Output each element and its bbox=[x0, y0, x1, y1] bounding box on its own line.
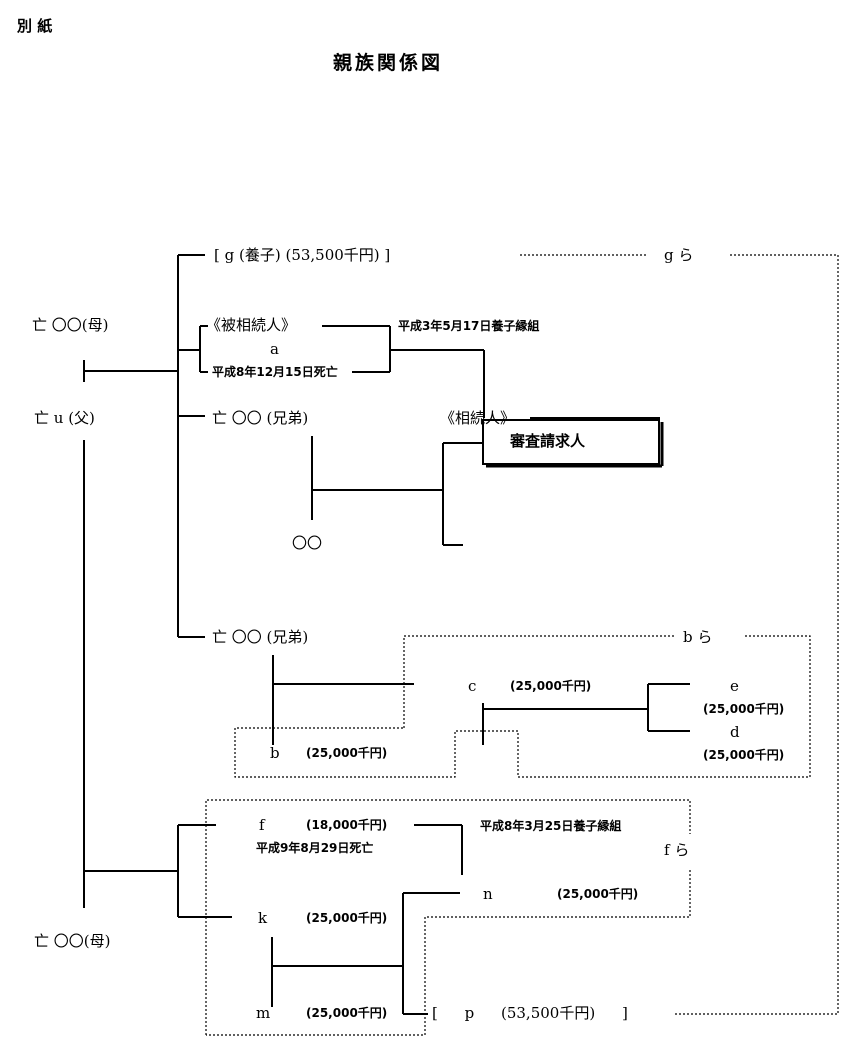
f-name: f bbox=[259, 816, 265, 834]
m-amount: (25,000千円) bbox=[306, 1006, 388, 1020]
claimant-box: 審査請求人 bbox=[510, 432, 586, 450]
g-entry: [ g (養子) (53,500千円) ] bbox=[214, 246, 391, 264]
c-name: c bbox=[468, 677, 477, 695]
d-amount: (25,000千円) bbox=[703, 748, 785, 762]
c-amount: (25,000千円) bbox=[510, 679, 592, 693]
b-amount: (25,000千円) bbox=[306, 746, 388, 760]
p-entry: [ p (53,500千円) ] bbox=[432, 1004, 628, 1022]
b-group-label: b ら bbox=[683, 628, 713, 646]
decedent-death-date: 平成8年12月15日死亡 bbox=[212, 365, 338, 379]
m-name: m bbox=[256, 1004, 271, 1022]
f-adoption-date: 平成8年3月25日養子縁組 bbox=[480, 819, 622, 833]
father: 亡 u (父) bbox=[34, 409, 95, 427]
heir-label: 《相続人》 bbox=[440, 409, 516, 427]
f-group-label: f ら bbox=[664, 841, 690, 859]
decedent-adoption-date: 平成3年5月17日養子縁組 bbox=[398, 319, 540, 333]
e-amount: (25,000千円) bbox=[703, 702, 785, 716]
g-group-label: g ら bbox=[664, 246, 694, 264]
mother-bottom: 亡 〇〇(母) bbox=[34, 932, 111, 950]
sibling1-child: 〇〇 bbox=[292, 534, 323, 552]
decedent-label: 《被相続人》 bbox=[206, 316, 297, 334]
k-name: k bbox=[258, 909, 268, 927]
b-name: b bbox=[270, 744, 280, 762]
n-amount: (25,000千円) bbox=[557, 887, 639, 901]
d-name: d bbox=[730, 723, 740, 741]
f-death-date: 平成9年8月29日死亡 bbox=[256, 841, 374, 855]
mother-top: 亡 〇〇(母) bbox=[32, 316, 109, 334]
page-title: 親族関係図 bbox=[333, 52, 444, 74]
n-name: n bbox=[483, 885, 493, 903]
k-amount: (25,000千円) bbox=[306, 911, 388, 925]
sibling2-name: 亡 〇〇 (兄弟) bbox=[212, 628, 309, 646]
attachment-label: 別 紙 bbox=[17, 17, 53, 35]
decedent-name: a bbox=[270, 340, 279, 358]
f-amount: (18,000千円) bbox=[306, 818, 388, 832]
e-name: e bbox=[730, 677, 739, 695]
sibling1-name: 亡 〇〇 (兄弟) bbox=[212, 409, 309, 427]
